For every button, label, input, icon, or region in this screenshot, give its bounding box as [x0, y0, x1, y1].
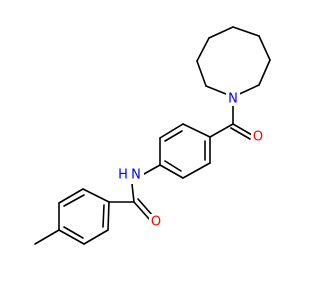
amide-oxygen-label: O [151, 215, 161, 230]
amide-n-label: N [131, 168, 141, 183]
atom-labels: N O H N O [116, 92, 265, 230]
amide-nh-bg [116, 166, 144, 184]
central-benzene-ring [159, 123, 211, 179]
bond [258, 35, 271, 61]
bond [182, 162, 211, 179]
molecule-structure-diagram: N O H N O [34, 26, 271, 245]
bond [102, 204, 105, 228]
bond [107, 201, 110, 231]
bond [159, 164, 184, 179]
bond [258, 59, 271, 86]
bond [208, 26, 234, 39]
azepane-carbonyl [209, 101, 253, 140]
bond [209, 123, 234, 138]
methyl-group [34, 229, 60, 245]
bond [34, 229, 60, 245]
bond [196, 37, 210, 62]
bond [131, 183, 135, 203]
bond [164, 160, 182, 172]
azepane-ring [196, 26, 271, 97]
amide-h-label: H [118, 168, 128, 183]
amide-linkage [108, 164, 161, 221]
bond [143, 164, 161, 175]
bond [164, 130, 183, 142]
ketone-oxygen-bg [251, 128, 265, 144]
bond [82, 188, 110, 203]
bond [133, 201, 151, 221]
tolyl-benzene-ring [58, 188, 110, 245]
bond [230, 127, 251, 140]
bond [137, 198, 154, 217]
bond [232, 26, 260, 37]
azepane-nitrogen-bg [226, 92, 240, 106]
bond [58, 188, 84, 204]
bond [58, 229, 85, 245]
bond [232, 123, 253, 136]
bond [196, 60, 207, 87]
azepane-nitrogen-label: N [228, 92, 238, 107]
bond [182, 123, 211, 138]
bond [83, 229, 109, 245]
amide-oxygen-bg [149, 214, 163, 230]
ketone-oxygen-label: O [253, 130, 263, 145]
bond [63, 226, 84, 239]
bond [63, 194, 85, 207]
bond [159, 123, 184, 139]
